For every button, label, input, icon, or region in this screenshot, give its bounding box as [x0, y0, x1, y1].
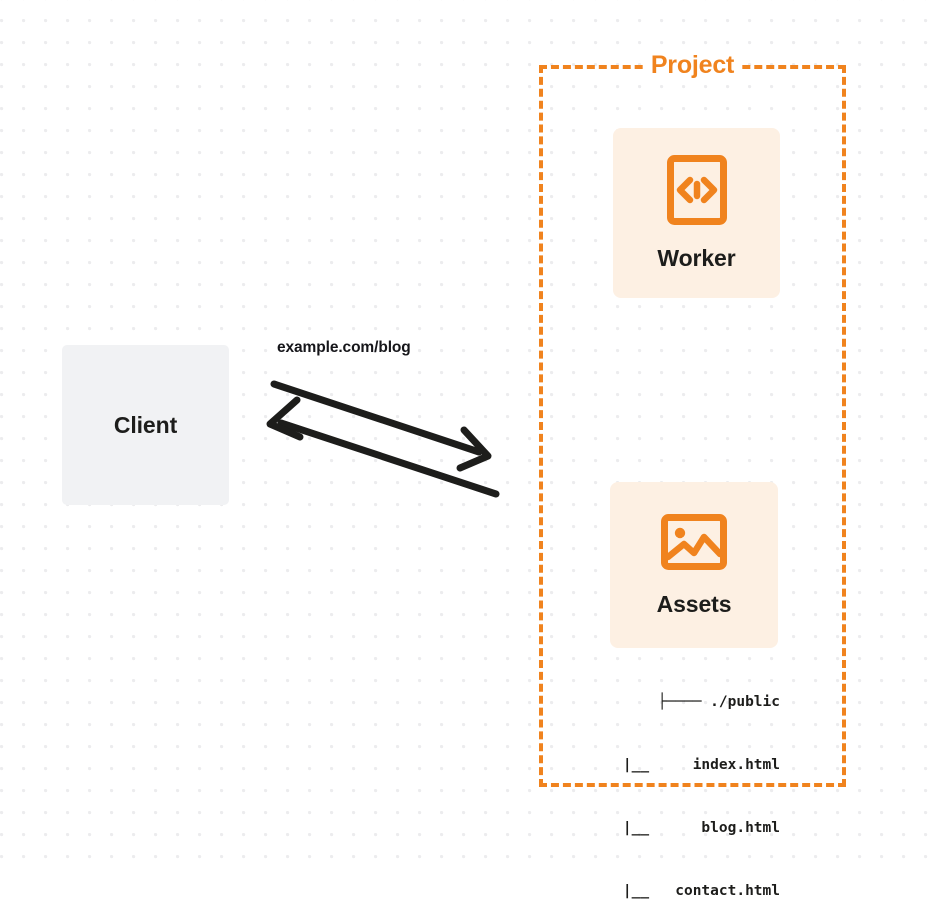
code-file-icon	[666, 154, 728, 231]
image-icon	[660, 512, 728, 577]
file-tree-line: |__ index.html	[622, 757, 780, 773]
edge-label-example-com-blog: example.com/blog	[277, 339, 411, 356]
client-node-label: Client	[113, 411, 178, 438]
file-tree-line: ├──── ./public	[657, 694, 780, 710]
project-group-label-text: Project	[644, 45, 741, 85]
file-tree-line: |__ blog.html	[622, 820, 780, 836]
project-group-label: Project	[539, 45, 846, 85]
worker-node[interactable]: Worker	[613, 128, 780, 298]
assets-node[interactable]: Assets	[610, 482, 778, 648]
assets-file-tree: ├──── ./public |__ index.html |__ blog.h…	[560, 650, 780, 923]
file-tree-line: |__ contact.html	[622, 883, 780, 899]
assets-node-label: Assets	[656, 591, 732, 617]
worker-node-label: Worker	[657, 245, 736, 271]
client-node[interactable]: Client	[62, 345, 229, 505]
